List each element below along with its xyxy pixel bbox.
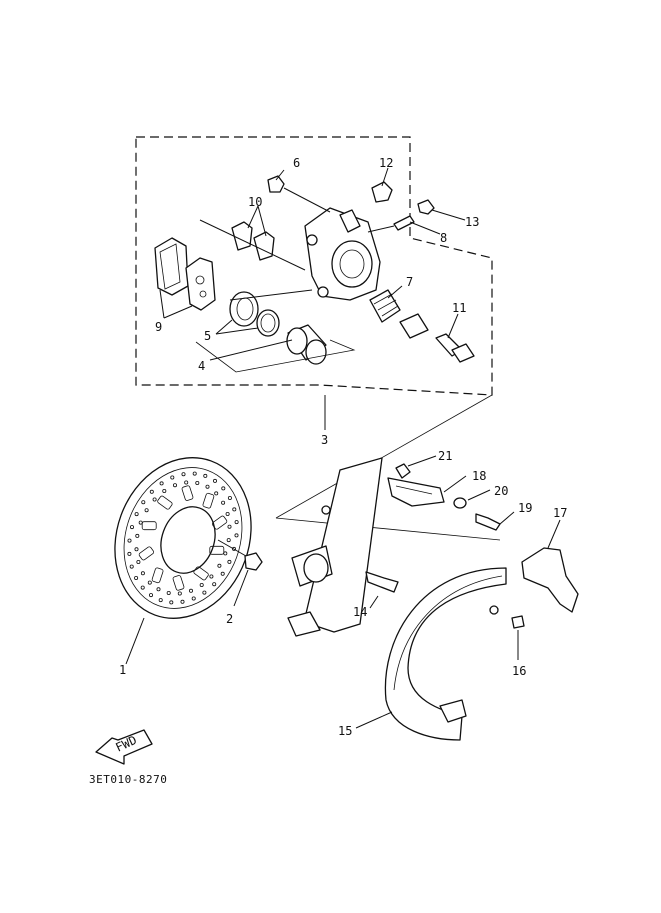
callout-14: 14 <box>353 605 367 619</box>
hose-guide-bracket <box>521 519 579 613</box>
callout-15: 15 <box>338 724 352 738</box>
callout-12: 12 <box>379 156 393 170</box>
brake-pads <box>154 237 216 311</box>
disc-cover <box>355 567 507 741</box>
brake-disc <box>114 457 252 619</box>
leader-lines-upper <box>159 167 466 430</box>
callout-7: 7 <box>406 275 413 289</box>
bleed-screw <box>393 199 435 231</box>
callout-21: 21 <box>438 449 452 463</box>
fork-leg <box>287 457 383 637</box>
callout-8: 8 <box>440 231 447 245</box>
callout-16: 16 <box>512 664 526 678</box>
callout-6: 6 <box>293 156 300 170</box>
boot-part-12 <box>371 181 393 203</box>
callout-11: 11 <box>452 301 466 315</box>
cap-part-6 <box>267 175 285 193</box>
callout-2: 2 <box>226 612 233 626</box>
callout-13: 13 <box>465 215 479 229</box>
pad-clips <box>231 221 275 261</box>
callout-4: 4 <box>198 359 205 373</box>
bolt-part-14 <box>365 571 399 609</box>
pin-boot <box>369 289 429 339</box>
callout-20: 20 <box>494 484 508 498</box>
callout-3: 3 <box>321 433 328 447</box>
callout-labels: 6 12 10 13 8 7 11 9 5 4 3 21 18 20 19 17… <box>119 156 567 738</box>
callout-18: 18 <box>472 469 486 483</box>
callout-19: 19 <box>518 501 532 515</box>
hose-holder <box>387 455 467 507</box>
callout-5: 5 <box>204 329 211 343</box>
disc-bolt <box>217 539 263 607</box>
fork-axis-line <box>275 394 493 519</box>
disc-slots <box>138 485 228 591</box>
diagram-code: 3ET010-8270 <box>89 773 167 786</box>
caliper-bolt <box>435 333 475 363</box>
caliper-body <box>304 207 381 301</box>
forward-arrow-icon: FWD <box>95 729 153 765</box>
callout-10: 10 <box>248 195 262 209</box>
caliper-piston <box>286 324 327 365</box>
disc-holes <box>127 471 239 605</box>
piston-seals <box>229 291 280 337</box>
callout-1: 1 <box>119 663 126 677</box>
washer-and-bolt <box>453 489 515 531</box>
screw-part-16 <box>489 605 525 660</box>
callout-9: 9 <box>155 320 162 334</box>
callout-17: 17 <box>553 506 567 520</box>
